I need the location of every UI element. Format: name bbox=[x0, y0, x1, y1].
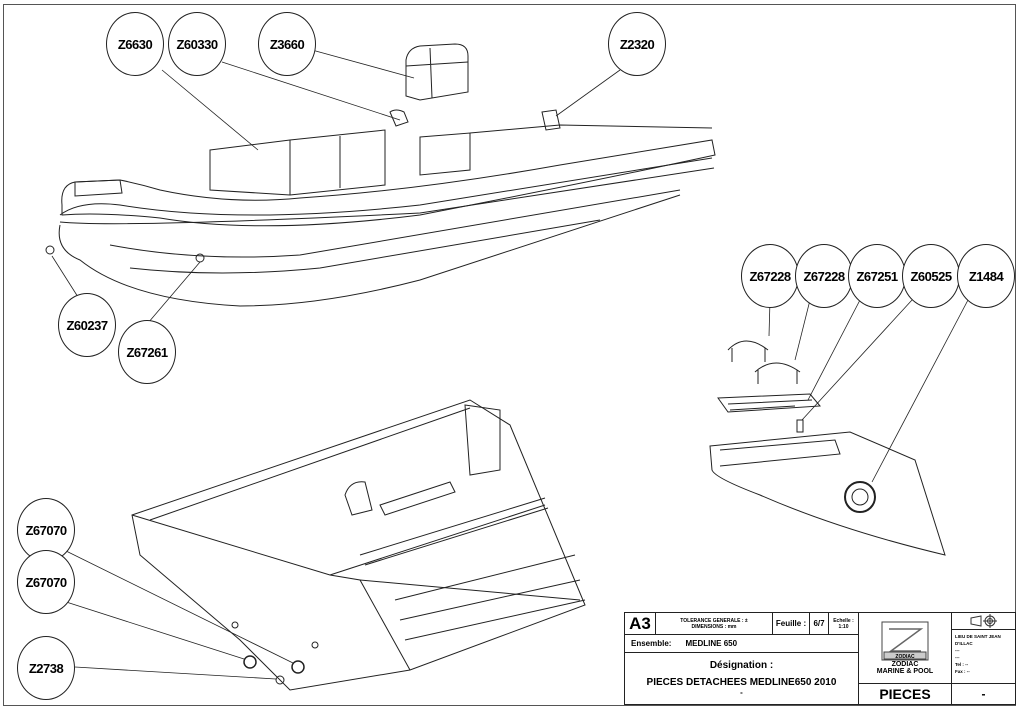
callout-label: Z1484 bbox=[968, 268, 1004, 284]
callout-label: Z60237 bbox=[66, 317, 108, 333]
callout-label: Z67251 bbox=[856, 268, 898, 284]
ensemble-label: Ensemble: bbox=[631, 639, 672, 648]
callout-z60330[interactable]: Z60330 bbox=[168, 12, 226, 76]
address-line: --- bbox=[955, 655, 960, 660]
address-line: Tel : -- bbox=[955, 662, 969, 667]
format-cell: A3 bbox=[624, 612, 656, 635]
tolerance-text: TOLERANCE GENERALE : ± bbox=[680, 617, 748, 624]
sheet-value: 6/7 bbox=[809, 612, 829, 635]
stern-view bbox=[131, 399, 586, 691]
callout-label: Z60330 bbox=[176, 36, 218, 52]
callout-label: Z60525 bbox=[910, 268, 952, 284]
address-line: Fax : -- bbox=[955, 669, 970, 674]
callout-z60237[interactable]: Z60237 bbox=[58, 293, 116, 357]
address-cell: LIEU DE SAINT JEAN D'ILLAC --- --- Tel :… bbox=[951, 629, 1016, 684]
callout-z67261[interactable]: Z67261 bbox=[118, 320, 176, 384]
tolerance-cell: TOLERANCE GENERALE : ± DIMENSIONS : mm bbox=[655, 612, 773, 635]
callout-label: Z67070 bbox=[25, 574, 67, 590]
callout-z67228-b[interactable]: Z67228 bbox=[795, 244, 853, 308]
callout-z67251[interactable]: Z67251 bbox=[848, 244, 906, 308]
projection-cell bbox=[951, 612, 1016, 630]
callout-z67228-a[interactable]: Z67228 bbox=[741, 244, 799, 308]
category-cell: PIECES bbox=[858, 683, 952, 705]
leader-lines-stern bbox=[59, 547, 294, 680]
revision-cell: - bbox=[951, 683, 1016, 705]
dimensions-text: DIMENSIONS : mm bbox=[691, 623, 737, 630]
scale-cell: Echelle : 1:10 bbox=[828, 612, 859, 635]
scale-value: 1:10 bbox=[838, 623, 849, 630]
callout-z1484[interactable]: Z1484 bbox=[957, 244, 1015, 308]
console-view bbox=[709, 340, 946, 556]
designation-sub: - bbox=[740, 688, 743, 697]
scale-label: Echelle : bbox=[833, 617, 854, 624]
ensemble-cell: Ensemble: MEDLINE 650 bbox=[624, 634, 859, 653]
zodiac-logo-icon: ZODIAC bbox=[881, 621, 929, 661]
logo-text: ZODIAC bbox=[895, 654, 915, 660]
callout-z3660[interactable]: Z3660 bbox=[258, 12, 316, 76]
address-line: LIEU DE SAINT JEAN D'ILLAC bbox=[955, 634, 1001, 646]
callout-label: Z67070 bbox=[25, 522, 67, 538]
company-cell: ZODIAC ZODIAC MARINE & POOL bbox=[858, 612, 952, 684]
callout-z67070-b[interactable]: Z67070 bbox=[17, 550, 75, 614]
designation-value: PIECES DETACHEES MEDLINE650 2010 bbox=[646, 677, 837, 688]
ensemble-value: MEDLINE 650 bbox=[685, 639, 738, 648]
callout-z2320[interactable]: Z2320 bbox=[608, 12, 666, 76]
drawing-frame bbox=[3, 4, 1016, 706]
leader-lines-console bbox=[768, 299, 969, 483]
callout-label: Z67228 bbox=[749, 268, 791, 284]
first-angle-projection-icon bbox=[970, 614, 997, 628]
callout-z2738[interactable]: Z2738 bbox=[17, 636, 75, 700]
callout-label: Z67261 bbox=[126, 344, 168, 360]
leader-lines-top bbox=[51, 49, 621, 324]
callout-label: Z3660 bbox=[269, 36, 305, 52]
address-line: --- bbox=[955, 648, 960, 653]
boat-bow-view bbox=[45, 43, 716, 307]
designation-cell: Désignation : PIECES DETACHEES MEDLINE65… bbox=[624, 652, 859, 705]
designation-label: Désignation : bbox=[709, 660, 774, 671]
title-block: A3 TOLERANCE GENERALE : ± DIMENSIONS : m… bbox=[624, 612, 1016, 705]
callout-label: Z67228 bbox=[803, 268, 845, 284]
callout-label: Z2320 bbox=[619, 36, 655, 52]
callout-label: Z6630 bbox=[117, 36, 153, 52]
callout-label: Z2738 bbox=[28, 660, 64, 676]
sheet-label: Feuille : bbox=[772, 612, 810, 635]
callout-z6630[interactable]: Z6630 bbox=[106, 12, 164, 76]
company-line1: ZODIAC bbox=[891, 661, 919, 668]
company-line2: MARINE & POOL bbox=[876, 668, 934, 675]
callout-z60525[interactable]: Z60525 bbox=[902, 244, 960, 308]
